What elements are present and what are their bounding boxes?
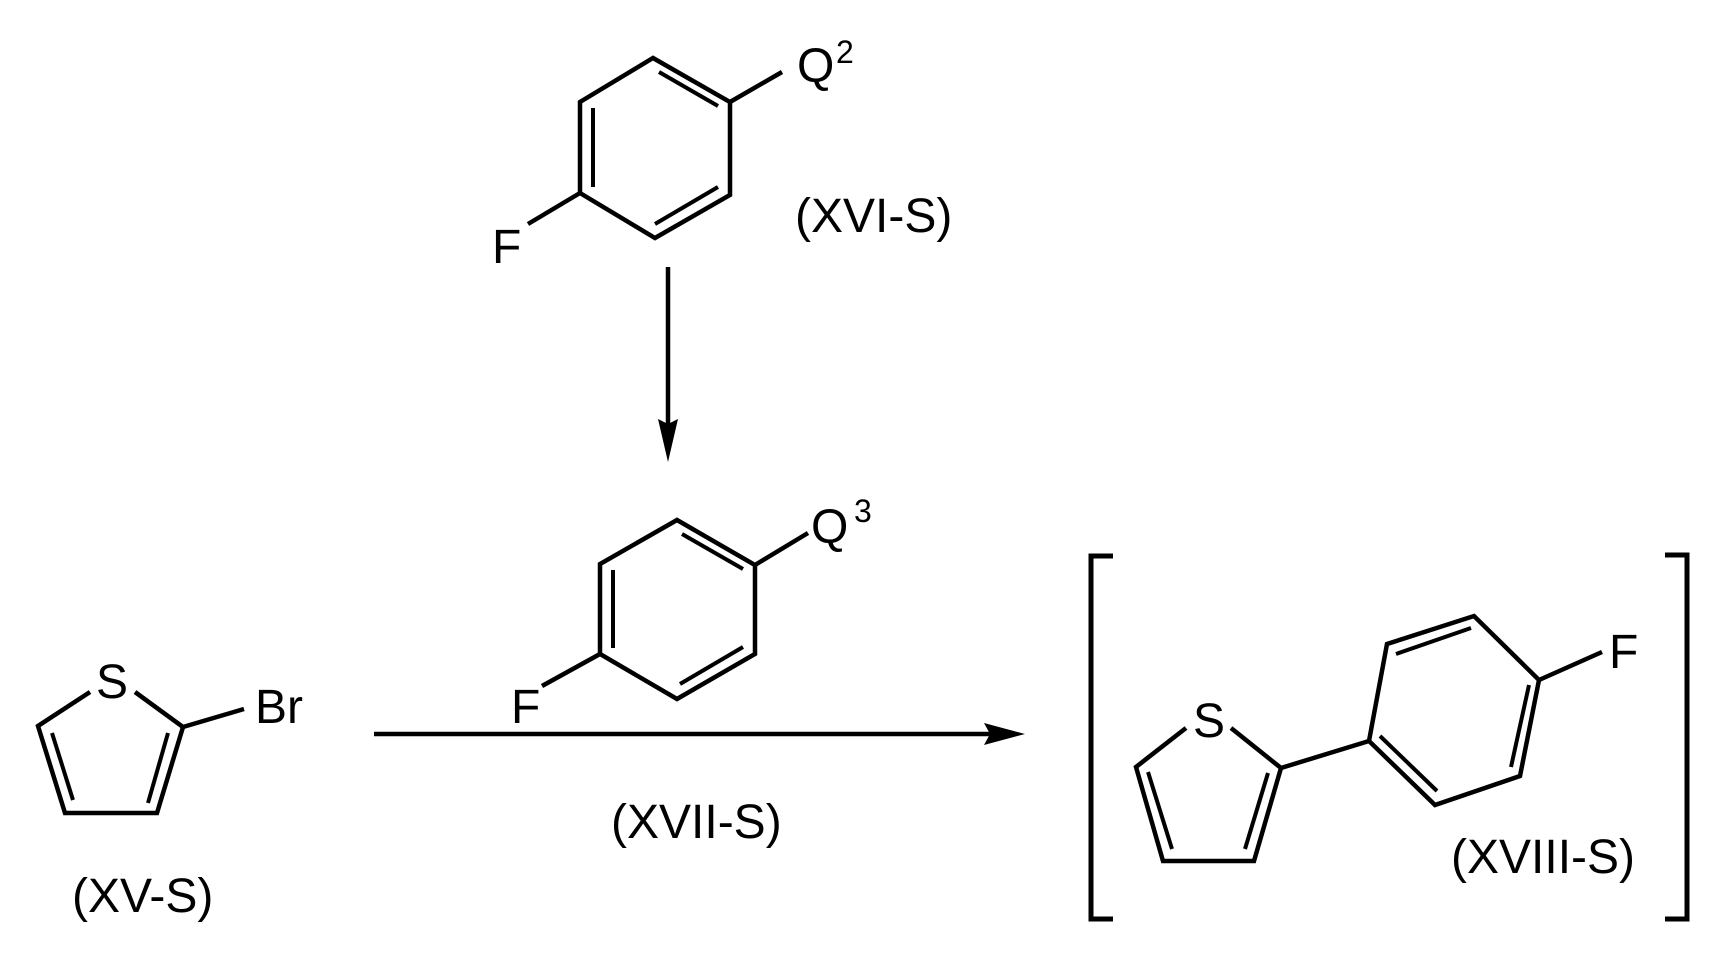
compound-xvi-s: F Q 2 (XVI-S) — [492, 34, 952, 274]
substituent-superscript: 2 — [836, 34, 854, 70]
bond-ring-q2 — [728, 70, 784, 104]
compound-label-xv-s: (XV-S) — [72, 870, 213, 923]
substituent-q: Q — [811, 501, 848, 554]
bond-ring-f — [540, 652, 602, 688]
atom-s: S — [96, 656, 128, 709]
bond-ring-f — [526, 191, 582, 226]
atom-f: F — [492, 221, 521, 274]
arrow-head-down-icon — [658, 419, 678, 462]
atom-s: S — [1193, 695, 1225, 748]
benzene-ring-xvi — [577, 55, 733, 241]
atom-f: F — [1609, 626, 1638, 679]
left-bracket — [1088, 553, 1113, 922]
arrow-down — [658, 267, 678, 462]
substituent-q: Q — [797, 40, 834, 93]
compound-label-xvi-s: (XVI-S) — [795, 190, 952, 243]
benzene-ring-xvii — [597, 517, 758, 702]
bond-thiophene-phenyl — [1280, 738, 1370, 771]
arrow-head-right-icon — [984, 723, 1025, 745]
compound-xv-s: S Br (XV-S) — [35, 656, 303, 923]
compound-xviii-s: S F (XVIII-S) — [1088, 552, 1690, 922]
arrow-right: (XVII-S) — [374, 723, 1025, 849]
bond-ring-br — [182, 706, 245, 730]
bond-ring-f — [1538, 649, 1603, 683]
substituent-superscript: 3 — [854, 493, 872, 529]
compound-xvii-s: F Q 3 — [511, 493, 872, 734]
right-bracket — [1665, 552, 1690, 922]
reagent-label-xvii-s: (XVII-S) — [611, 796, 782, 849]
thiophene-ring-xv — [35, 690, 186, 816]
compound-label-xviii-s: (XVIII-S) — [1451, 831, 1635, 884]
bond-ring-q3 — [753, 531, 810, 567]
thiophene-ring-xviii — [1133, 726, 1284, 864]
atom-f: F — [511, 681, 540, 734]
atom-br: Br — [255, 681, 303, 734]
benzene-ring-xviii — [1366, 613, 1542, 808]
